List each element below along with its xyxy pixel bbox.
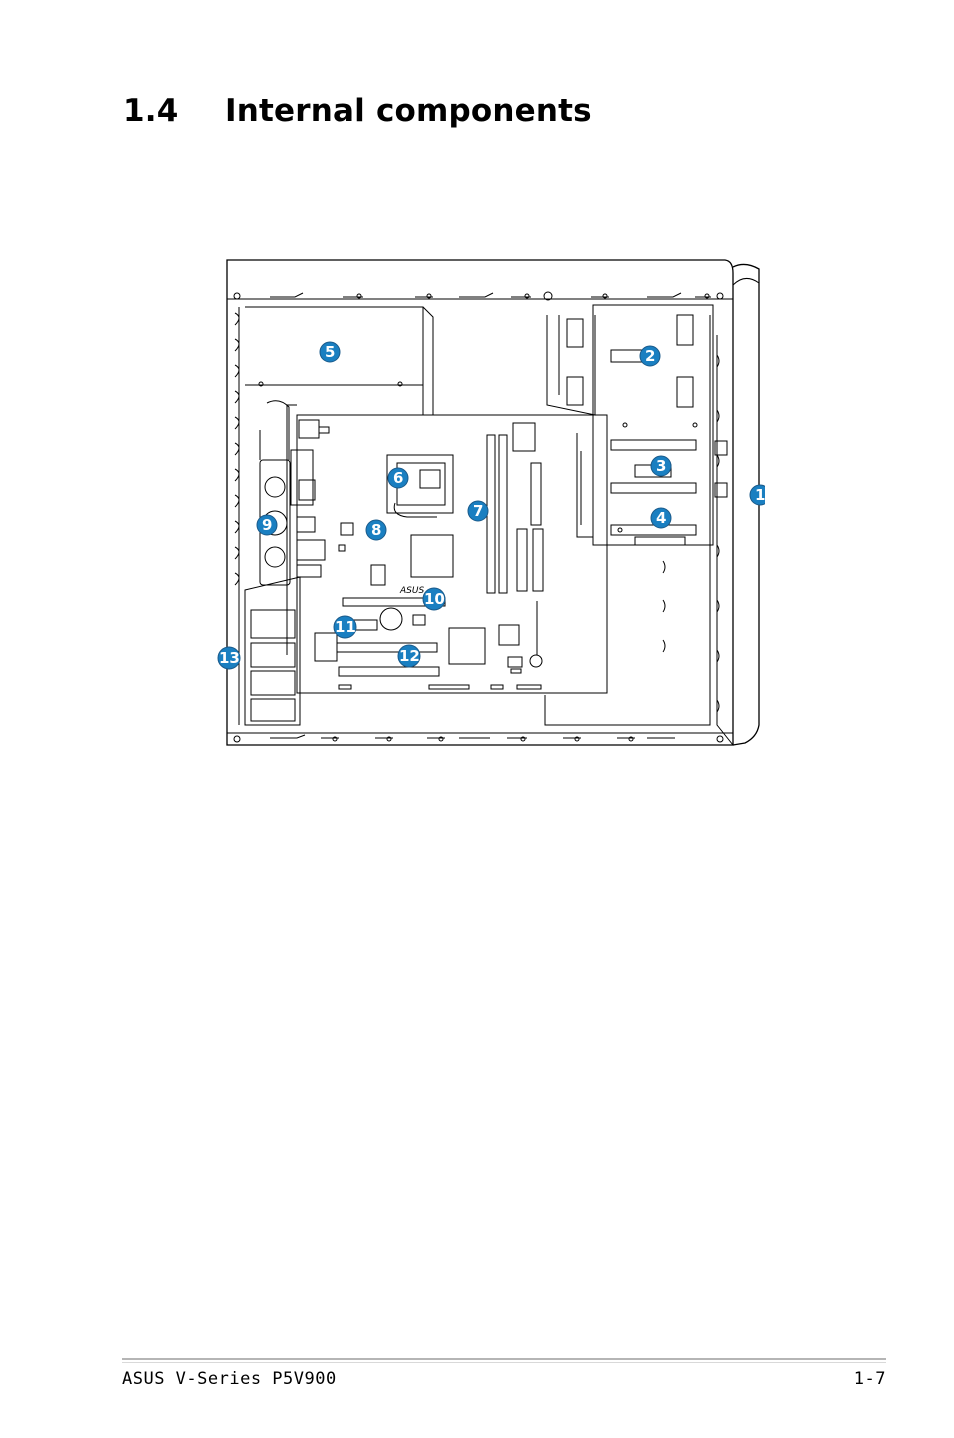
- callout-10: 10: [422, 587, 446, 611]
- callout-5: 5: [319, 341, 341, 363]
- callout-8: 8: [365, 519, 387, 541]
- section-heading: 1.4 Internal components: [123, 86, 592, 136]
- callout-7: 7: [467, 500, 489, 522]
- callout-4: 4: [650, 507, 672, 529]
- svg-text:8: 8: [371, 521, 381, 539]
- callout-11: 11: [333, 615, 357, 639]
- rear-fan: [259, 400, 291, 586]
- motherboard: ASUS: [286, 404, 608, 694]
- svg-text:13: 13: [219, 649, 240, 667]
- callout-12: 12: [397, 644, 421, 668]
- top-rail-slots: [233, 291, 724, 301]
- drive-bays: [544, 304, 734, 746]
- svg-text:5: 5: [325, 343, 335, 361]
- svg-text:1: 1: [755, 486, 765, 504]
- svg-text:11: 11: [335, 618, 356, 636]
- bottom-rail-slots: [233, 734, 724, 743]
- callout-2: 2: [639, 345, 661, 367]
- callout-13: 13: [217, 646, 241, 670]
- chassis-outline: [226, 259, 734, 746]
- svg-text:4: 4: [656, 509, 666, 527]
- footer-rule-light: [122, 1362, 886, 1363]
- callout-1: 1: [749, 484, 765, 506]
- footer-page-number: 1-7: [853, 1369, 886, 1389]
- section-number: 1.4: [123, 93, 179, 129]
- callout-6: 6: [387, 467, 409, 489]
- svg-text:10: 10: [424, 590, 445, 608]
- svg-text:2: 2: [645, 347, 655, 365]
- section-title: Internal components: [225, 93, 592, 129]
- asus-logo-text: ASUS: [399, 586, 424, 596]
- svg-text:6: 6: [393, 469, 403, 487]
- power-supply-outline: [245, 306, 434, 416]
- front-vents: [662, 354, 720, 713]
- svg-text:3: 3: [656, 457, 666, 475]
- chassis-diagram: ASUS 1 2 3 4 5 6 7 8 9 10 11 12 13: [215, 255, 765, 750]
- footer-rule: [122, 1358, 886, 1360]
- callout-3: 3: [650, 455, 672, 477]
- footer-product-name: ASUS V-Series P5V900: [122, 1369, 337, 1389]
- svg-text:7: 7: [473, 502, 483, 520]
- expansion-slot-brackets: [244, 576, 301, 726]
- front-bezel: [732, 263, 760, 746]
- callout-9: 9: [256, 514, 278, 536]
- svg-text:9: 9: [262, 516, 272, 534]
- svg-text:12: 12: [399, 647, 420, 665]
